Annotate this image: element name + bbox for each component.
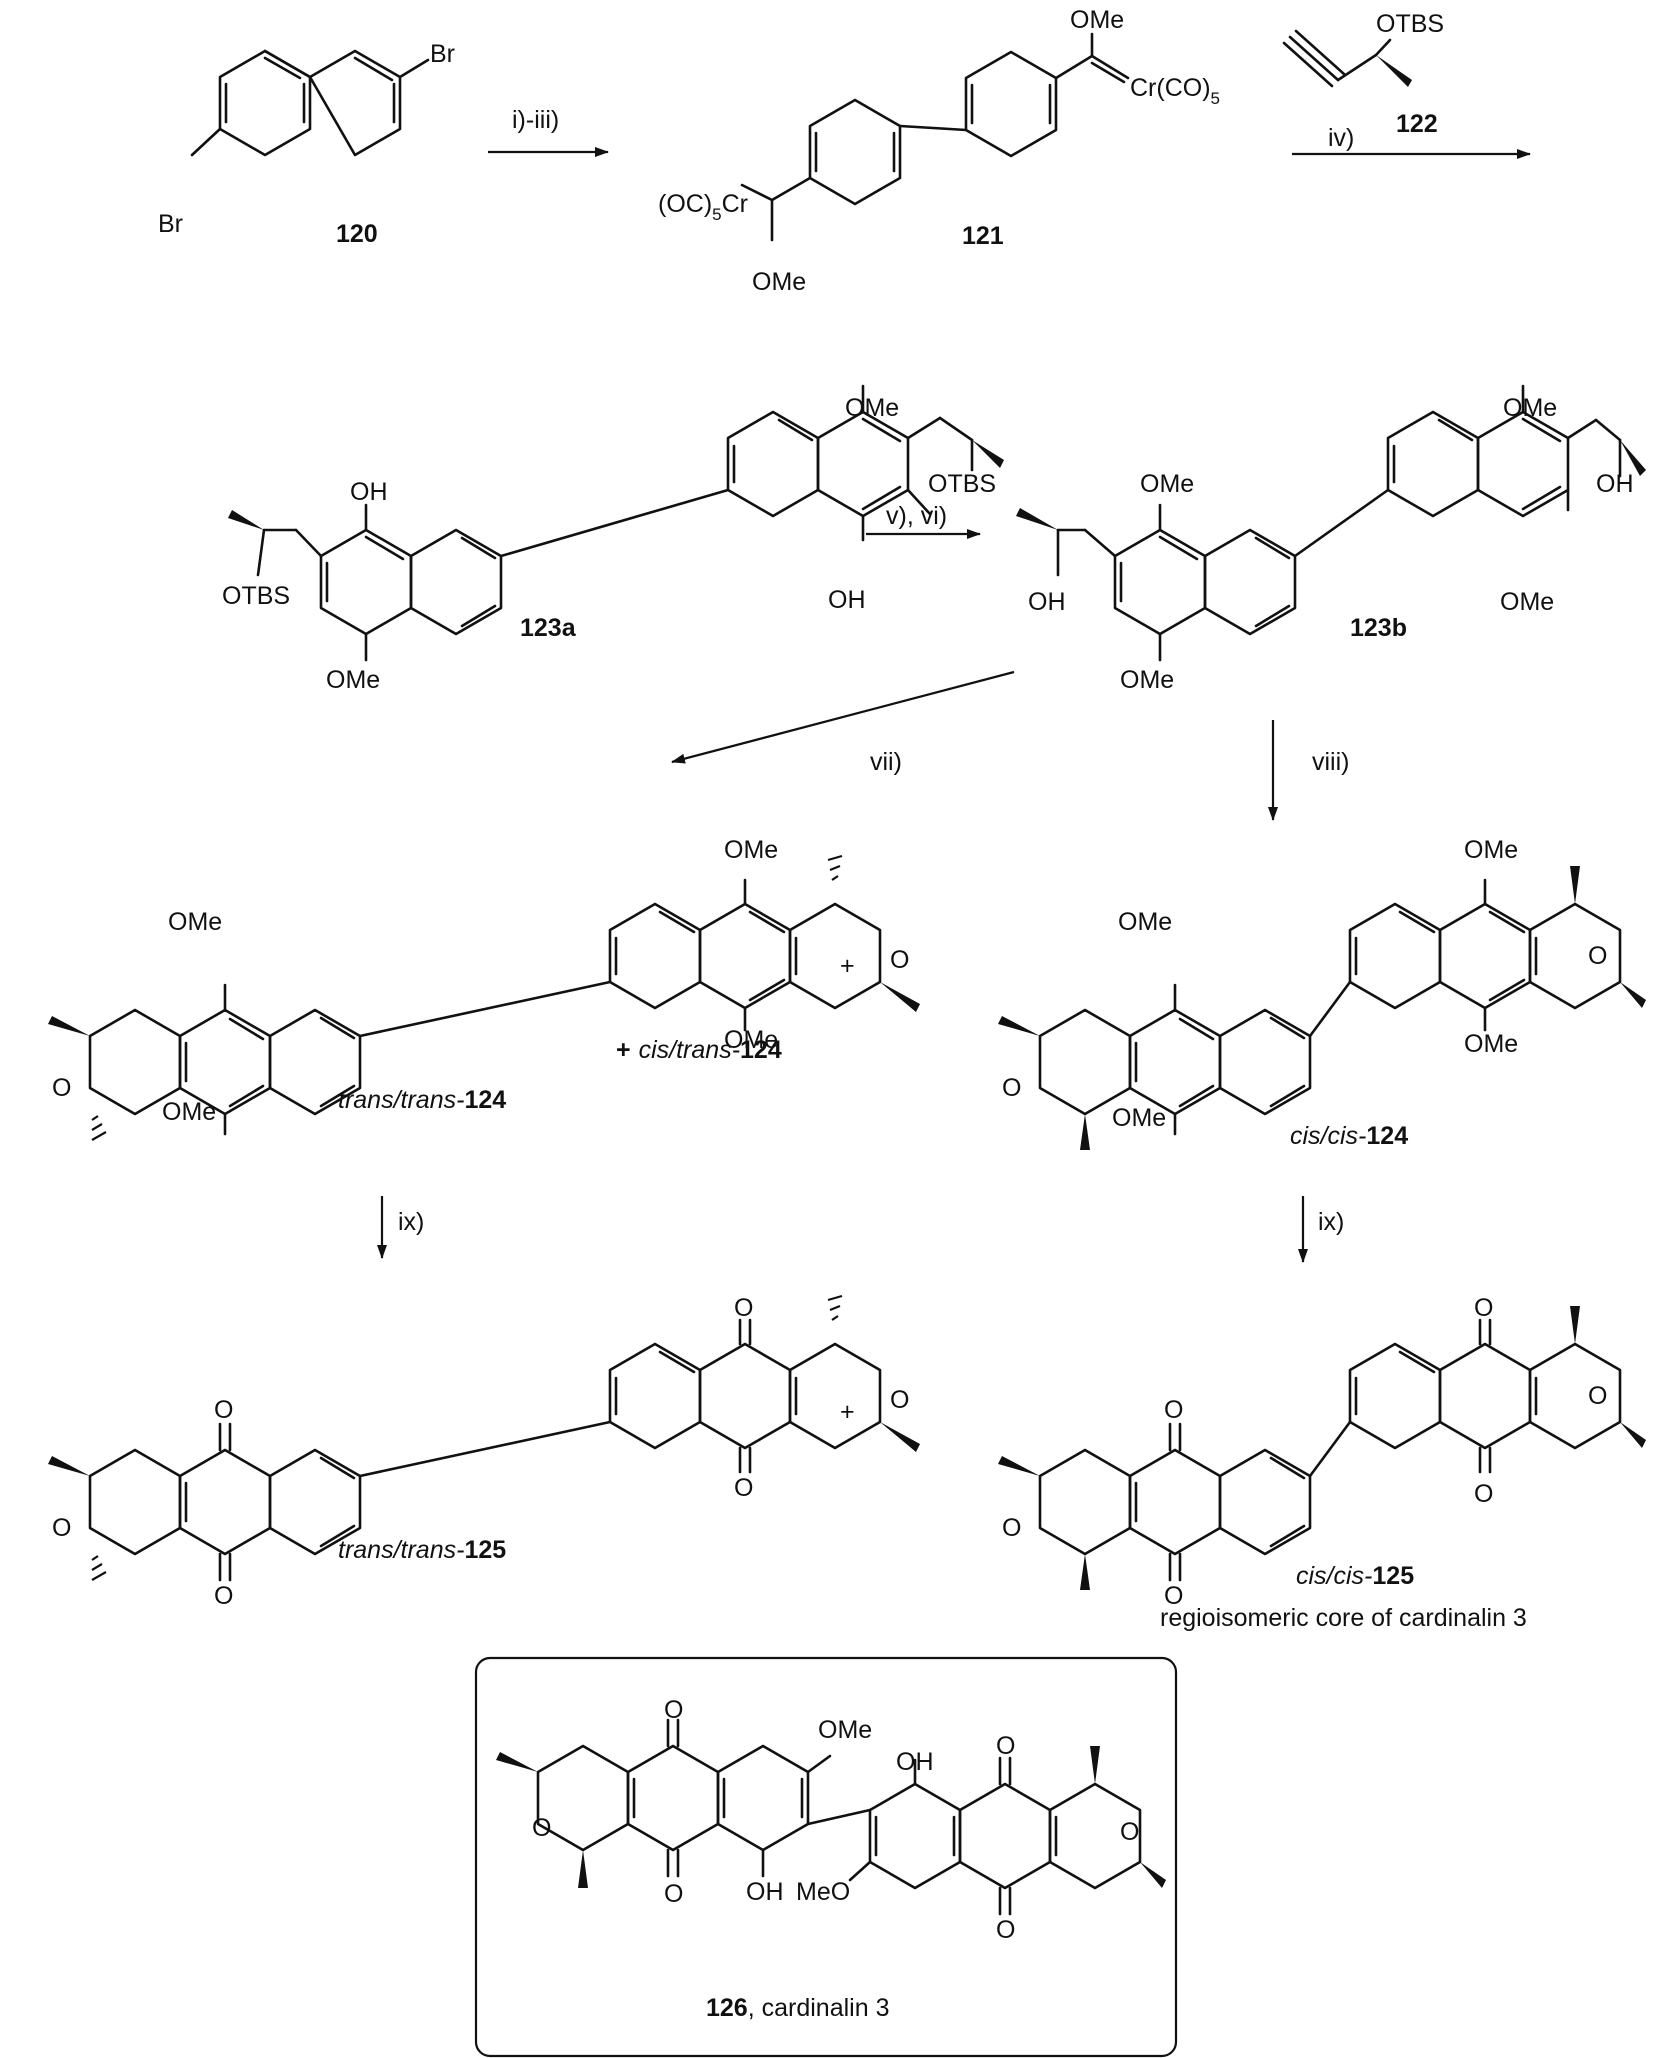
step-label: v), vi) — [886, 502, 947, 530]
box-cardinalin-3: O O O OMe OH OH MeO MeO O O O 126, cardi… — [474, 1656, 1178, 2058]
atom-label: O — [1120, 1818, 1139, 1846]
atom-label: Br — [158, 210, 183, 238]
atom-label: OMe — [326, 666, 380, 694]
compound-label-cis-cis-124: cis/cis-124 — [1290, 1122, 1408, 1150]
atom-label: OMe — [168, 908, 222, 936]
atom-label: O — [1002, 1074, 1021, 1102]
atom-label: O — [664, 1880, 683, 1908]
compound-number-121: 121 — [962, 222, 1004, 250]
structure-123b: OMe OH OMe OMe OH OMe 123b — [1016, 384, 1646, 694]
arrow-step-3: v), vi) — [866, 502, 981, 539]
structure-trans-trans-125: O O O O O O trans/trans-125 — [48, 1294, 920, 1610]
compound-number-123b: 123b — [1350, 614, 1407, 642]
plus-cis-trans-124: +cis/trans-124 — [616, 1036, 782, 1064]
svg-text:+: + — [840, 1398, 855, 1426]
step-label: vii) — [870, 748, 902, 776]
compound-label-126: 126, cardinalin 3 — [706, 1994, 889, 2022]
atom-label: O — [52, 1514, 71, 1542]
atom-label: OMe — [1120, 666, 1174, 694]
atom-label: O — [1164, 1582, 1183, 1610]
atom-label: O — [890, 946, 909, 974]
atom-label: OH — [828, 586, 866, 614]
step-label: ix) — [1318, 1208, 1344, 1236]
atom-label: OMe — [845, 394, 899, 422]
atom-label: (OC)5Cr — [658, 190, 748, 224]
structure-cis-cis-124: O OMe OMe OMe OMe O cis/cis-124 — [998, 836, 1646, 1150]
atom-label: OMe — [724, 836, 778, 864]
atom-label: OH — [746, 1878, 784, 1906]
plus-sign: + — [840, 1398, 855, 1426]
arrow-step-6: ix) — [377, 1196, 424, 1259]
atom-label: O — [532, 1814, 551, 1842]
caption-regioisomeric-core: regioisomeric core of cardinalin 3 — [1160, 1604, 1527, 1632]
compound-label-trans-trans-124: trans/trans-124 — [338, 1086, 506, 1114]
compound-number-123a: 123a — [520, 614, 577, 642]
atom-label: OH — [1028, 588, 1066, 616]
atom-label: OMe — [752, 268, 806, 296]
svg-text:+: + — [840, 952, 855, 980]
atom-label: OTBS — [928, 470, 996, 498]
atom-label: OTBS — [222, 582, 290, 610]
arrow-step-5: viii) — [1268, 720, 1350, 821]
structure-121: OMe Cr(CO)5 (OC)5Cr OMe 121 — [658, 6, 1220, 296]
atom-label: MeO — [796, 1878, 850, 1906]
compound-label-cis-trans-124: +cis/trans-124 — [616, 1036, 782, 1064]
structure-trans-trans-124: O OMe OMe OMe OMe O trans/trans-124 — [48, 836, 920, 1141]
arrow-step-4: vii) — [671, 670, 1015, 776]
atom-label: O — [1588, 942, 1607, 970]
atom-label: Br — [430, 40, 455, 68]
atom-label: OMe — [724, 1026, 778, 1054]
step-label: viii) — [1312, 748, 1350, 776]
step-label: ix) — [398, 1208, 424, 1236]
structure-120: Br Br 120 — [158, 40, 455, 248]
atom-label: OMe — [1118, 908, 1172, 936]
atom-label: OMe — [1070, 6, 1124, 34]
atom-label: O — [1002, 1514, 1021, 1542]
atom-label: OMe — [1500, 588, 1554, 616]
atom-label: O — [1164, 1396, 1183, 1424]
atom-label: O — [996, 1732, 1015, 1760]
arrow-step-2: iv) — [1292, 124, 1531, 159]
atom-label: O — [52, 1074, 71, 1102]
atom-label: OMe — [1112, 1104, 1166, 1132]
atom-label: O — [890, 1386, 909, 1414]
atom-label: Cr(CO)5 — [1130, 74, 1220, 108]
atom-label: O — [214, 1396, 233, 1424]
atom-label: OMe — [1140, 470, 1194, 498]
compound-number-120: 120 — [336, 220, 378, 248]
plus-sign: + — [840, 952, 855, 980]
atom-label: OMe — [1464, 836, 1518, 864]
atom-label: OMe — [818, 1716, 872, 1744]
atom-label: O — [214, 1582, 233, 1610]
atom-label: OH — [1596, 470, 1634, 498]
structure-123a: OH OTBS OMe OMe OTBS OH 123a — [222, 384, 1004, 694]
atom-label: OMe — [162, 1098, 216, 1126]
atom-label: O — [734, 1294, 753, 1322]
structure-122: OTBS 122 — [1282, 10, 1444, 138]
atom-label: O — [1474, 1294, 1493, 1322]
atom-label: OH — [896, 1748, 934, 1776]
compound-label-cis-cis-125: cis/cis-125 — [1296, 1562, 1414, 1590]
arrow-step-7: ix) — [1298, 1196, 1344, 1263]
compound-number-122: 122 — [1396, 110, 1438, 138]
atom-label: O — [664, 1696, 683, 1724]
compound-label-trans-trans-125: trans/trans-125 — [338, 1536, 506, 1564]
arrow-step-1: i)-iii) — [488, 106, 609, 157]
atom-label: O — [1588, 1382, 1607, 1410]
atom-label: OTBS — [1376, 10, 1444, 38]
atom-label: O — [996, 1916, 1015, 1944]
atom-label: O — [1474, 1480, 1493, 1508]
atom-label: OH — [350, 478, 388, 506]
step-label: iv) — [1328, 124, 1354, 152]
structure-cis-cis-125: O O O O O O cis/cis-125 regioisomeric co… — [998, 1294, 1646, 1632]
atom-label: OMe — [1464, 1030, 1518, 1058]
step-label: i)-iii) — [512, 106, 559, 134]
atom-label: O — [734, 1474, 753, 1502]
atom-label: OMe — [1503, 394, 1557, 422]
